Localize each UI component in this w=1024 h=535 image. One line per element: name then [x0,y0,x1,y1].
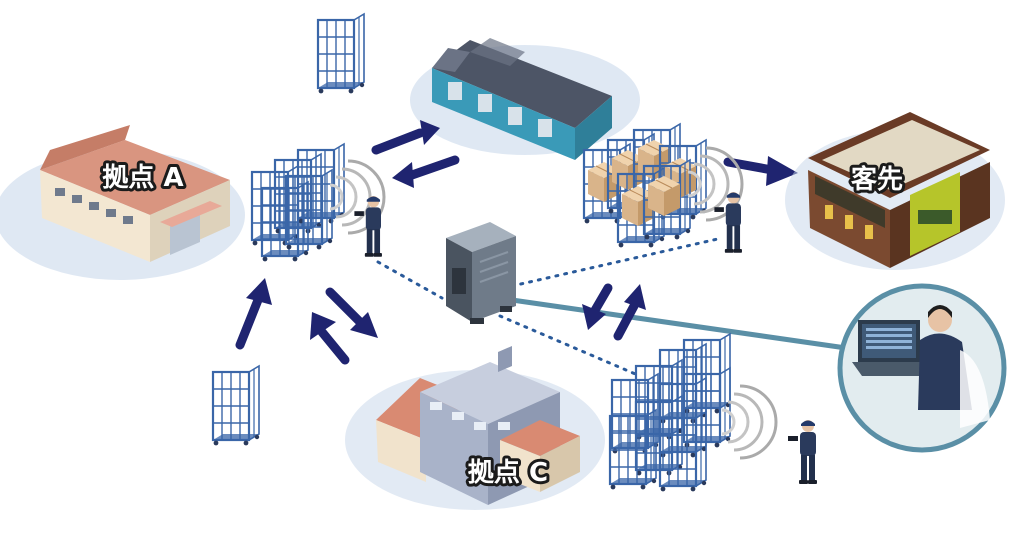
customer-label: 客先 [851,164,903,195]
solid-link-server-office [511,297,847,351]
arrow-down-to-yard [589,283,613,317]
arrow-cage-to-site-a [235,295,263,350]
warehouse-building [410,38,640,160]
site-a-label: 拠点 A [102,162,183,193]
yard-worker-icon [788,420,817,484]
bottom-roll-cage-icon [211,364,261,447]
site-a-building [0,125,245,280]
site-c-label: 拠点 C [468,457,548,488]
dotted-link-server-shipping [510,236,724,288]
site-c-building [345,346,605,510]
network-links [376,236,847,378]
site-a-worker-icon [354,196,382,257]
shipping-pallets [582,122,708,249]
dotted-link-site-a-server [376,260,444,300]
shipping-worker-icon [714,192,742,253]
arrow-to-site-c [325,287,365,327]
dotted-link-server-yard [498,314,642,378]
office-pc-icon [837,283,1007,453]
arrow-up-to-shipping [613,301,639,341]
yard-cages [608,332,732,493]
customer-shop-building [785,112,1005,270]
server-icon [446,222,516,324]
arrow-from-warehouse [407,155,460,180]
site-a-cages [250,142,346,263]
arrow-from-site-c [317,327,350,365]
top-roll-cage-icon [316,12,366,95]
arrow-to-warehouse [371,128,425,155]
